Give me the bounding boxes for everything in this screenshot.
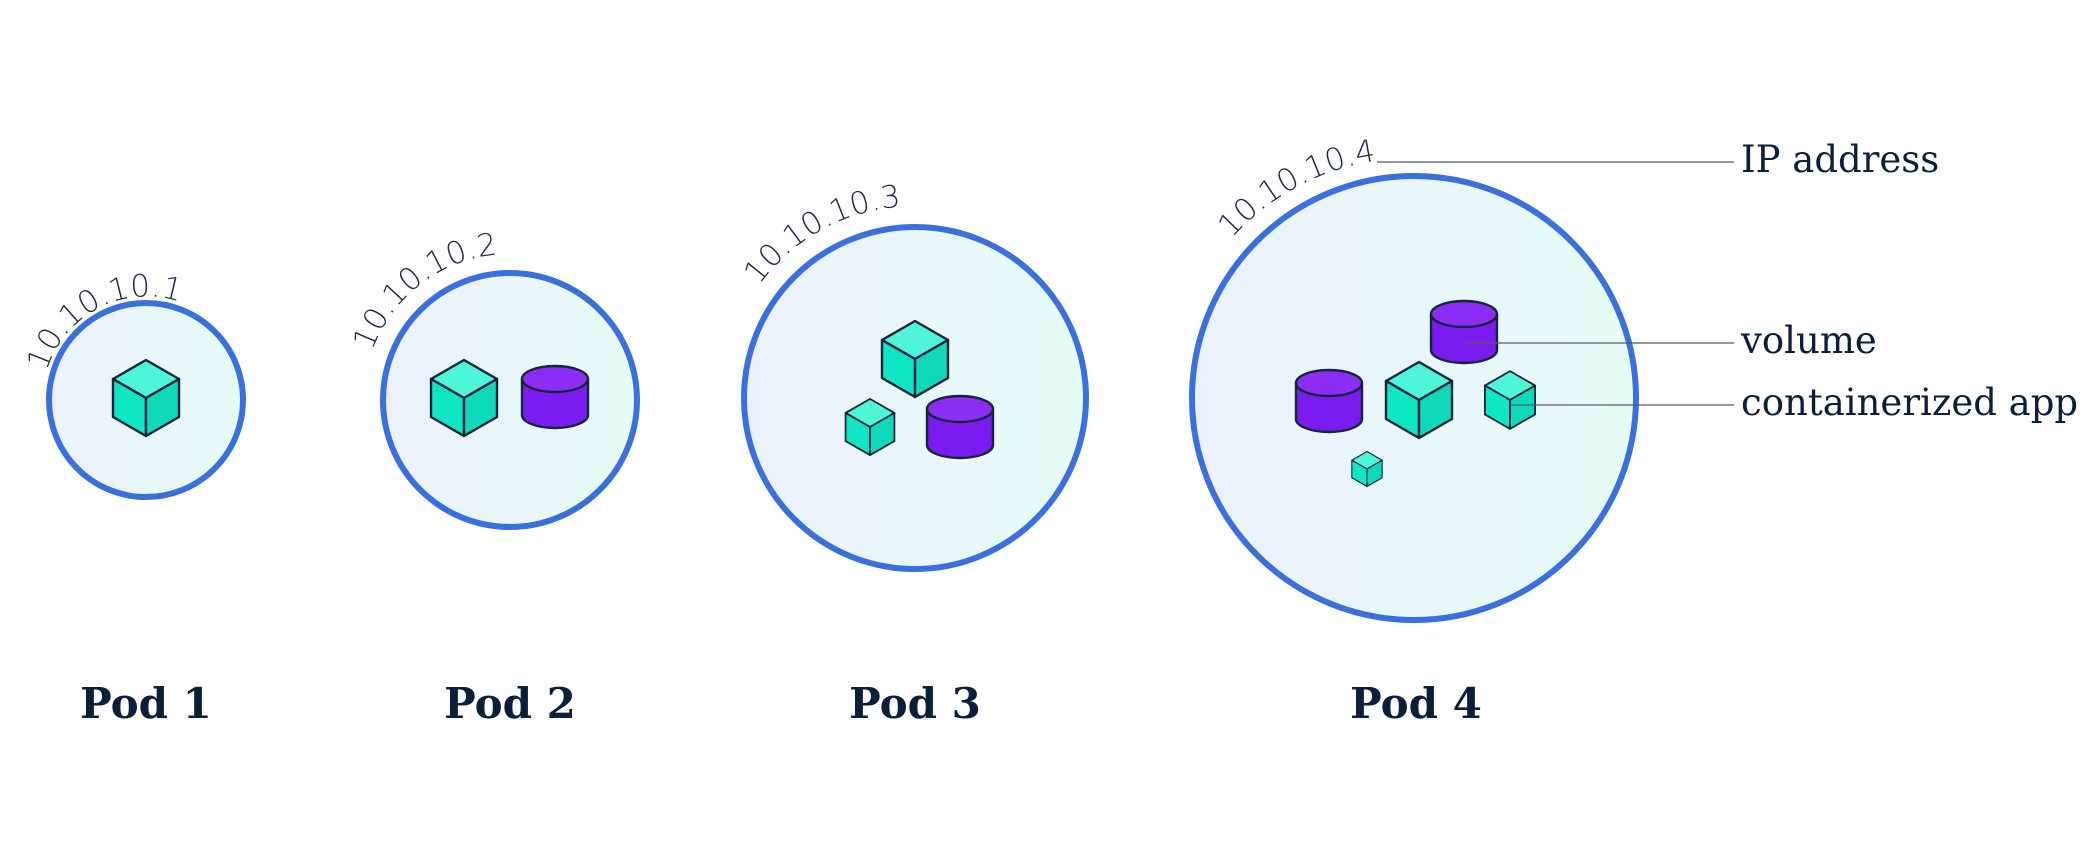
pod-1: 10.10.10.1 Pod 1 [20,268,246,728]
volume-icon [1429,299,1499,365]
pod-4-title: Pod 4 [1350,679,1482,728]
volume-icon [925,394,995,460]
pod-2-circle [380,270,640,530]
volume-icon [1294,368,1364,434]
volume-icon [520,364,590,430]
pod-2: 10.10.10.2 Pod 2 [346,226,640,728]
legend-containerized-app: containerized app [1741,381,2078,424]
pod-4: 10.10.10.4 Pod 4 [1189,133,1639,728]
pod-3-title: Pod 3 [849,679,981,728]
legend: IP address volume containerized app [1377,138,2078,424]
pod-3: 10.10.10.3 Pod 3 [737,178,1089,728]
pod-1-title: Pod 1 [80,679,212,728]
pod-2-title: Pod 2 [444,679,576,728]
legend-ip-address: IP address [1741,138,1939,181]
legend-volume: volume [1740,319,1877,362]
